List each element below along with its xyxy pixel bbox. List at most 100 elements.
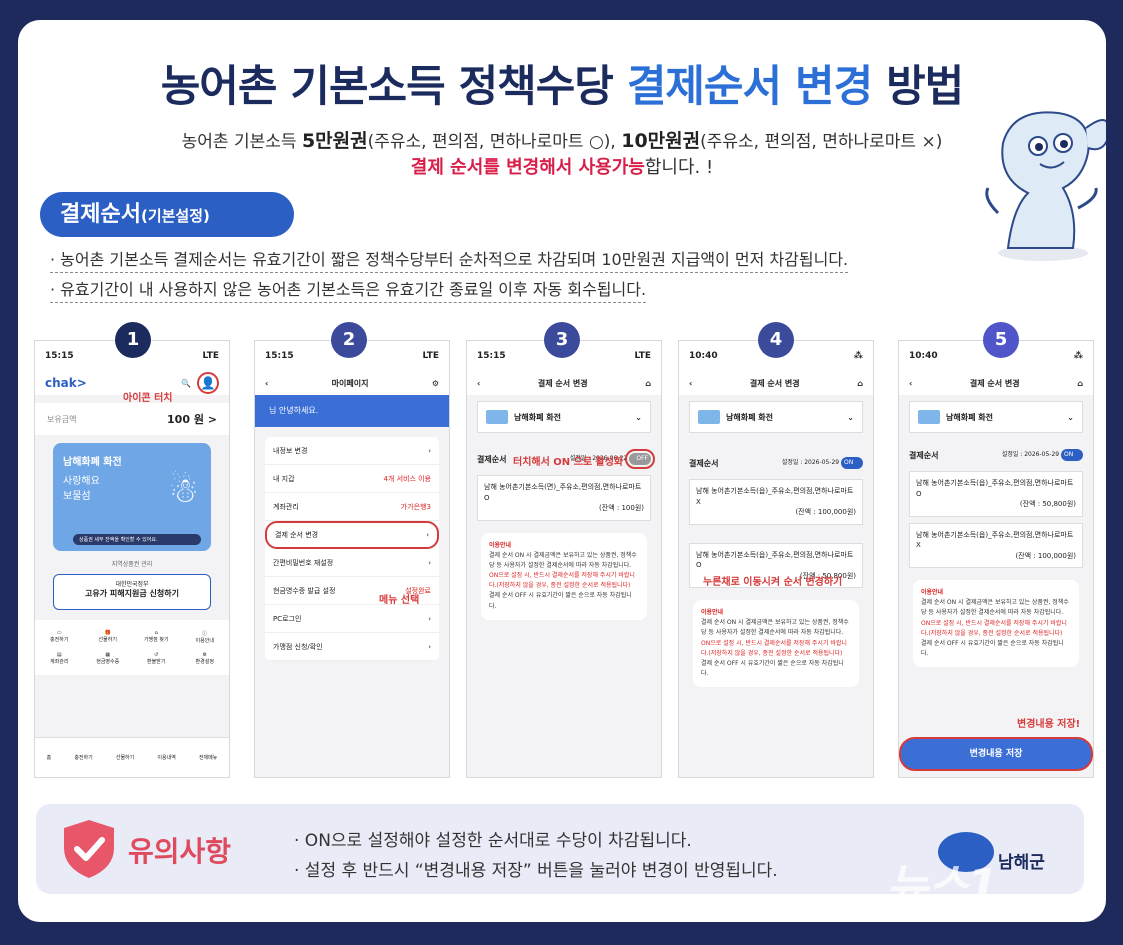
home-icon[interactable]: ⌂: [645, 378, 651, 388]
note-line-1: · ON으로 설정해야 설정한 순서대로 수당이 차감됩니다.: [294, 831, 692, 851]
order-toggle[interactable]: OFF: [625, 449, 655, 469]
order-item-1[interactable]: 남해 농어촌기본소득(읍)_주유소,편의점,면하나로마트O(잔액 : 50,80…: [909, 471, 1083, 517]
page-title: 농어촌 기본소득 정책수당 결제순서 변경 방법: [160, 62, 965, 112]
grid-item[interactable]: ⚙환경설정: [195, 652, 214, 665]
chevron-down-icon: ⌄: [1067, 412, 1074, 422]
order-item-2[interactable]: 남해 농어촌기본소득(읍)_주유소,편의점,면하나로마트O(잔액 : 50,80…: [689, 542, 863, 588]
search-icon[interactable]: 🔍: [181, 378, 191, 388]
namhae-logo-icon: [938, 832, 994, 872]
home-icon[interactable]: ⌂: [1077, 378, 1083, 388]
default-order-pill: 결제순서(기본설정): [40, 192, 294, 237]
bullet-auto-recovery: · 유효기간이 내 사용하지 않은 농어촌 기본소득은 유효기간 종료일 이후 …: [50, 276, 647, 303]
bottom-nav: 홈 충전하기 선물하기 이용내역 전체메뉴: [35, 737, 229, 777]
grid-item[interactable]: ⌂가맹점 찾기: [143, 630, 169, 643]
usage-notice: 이용안내 결제 순서 ON 시 결제금액은 보유하고 있는 상품권, 정책수당 …: [481, 532, 647, 620]
order-toggle[interactable]: ON: [841, 457, 863, 469]
bullet-deduction-order: · 농어촌 기본소득 결제순서는 유효기간이 짧은 정책수당부터 순차적으로 차…: [50, 246, 849, 273]
nav-gift[interactable]: 선물하기: [115, 755, 135, 761]
app-logo: chak>: [45, 376, 87, 390]
grid-item[interactable]: ▦현금영수증: [96, 652, 120, 665]
nav-menu[interactable]: 전체메뉴: [198, 755, 218, 761]
menu-item-password[interactable]: 간편비밀번호 재설정›: [265, 549, 439, 577]
annotation-drag-reorder: 누른채로 이동시켜 순서 변경하기: [703, 577, 843, 588]
app-header: ‹마이페이지⚙: [255, 371, 449, 395]
menu-item-profile[interactable]: 내정보 변경›: [265, 437, 439, 465]
greeting-banner: 님 안녕하세요.: [255, 395, 449, 427]
usage-notice: 이용안내 결제 순서 ON 시 결제금액은 보유하고 있는 상품권, 정책수당 …: [913, 580, 1079, 668]
menu-item-payment-order[interactable]: 결제 순서 변경›: [265, 521, 439, 549]
step-badge-2: 2: [331, 322, 367, 358]
county-name: 남해군: [998, 853, 1045, 873]
usage-notice: 이용안내 결제 순서 ON 시 결제금액은 보유하고 있는 상품권, 정책수당 …: [693, 600, 859, 688]
back-icon[interactable]: ‹: [477, 378, 481, 388]
infographic-card: 농어촌 기본소득 정책수당 결제순서 변경 방법 농어촌 기본소득 5만원권(주…: [18, 20, 1106, 922]
back-icon[interactable]: ‹: [265, 378, 269, 388]
gear-icon[interactable]: ⚙: [431, 378, 439, 388]
card-selector[interactable]: 남해화폐 화전⌄: [477, 401, 651, 433]
voucher-card[interactable]: 남해화폐 화전 사랑해요 보물섬 상품권 세부 잔액을 확인할 수 있어요. ☃: [53, 443, 211, 551]
app-header: chak> 🔍 👤: [35, 371, 229, 395]
mascot-icon: [985, 111, 1106, 261]
chevron-down-icon: ⌄: [847, 412, 854, 422]
nav-charge[interactable]: 충전하기: [74, 755, 93, 761]
subtitle-line-1: 농어촌 기본소득 5만원권(주유소, 편의점, 면하나로마트 ○), 10만원권…: [181, 130, 943, 152]
annotation-save: 변경내용 저장!: [1017, 719, 1081, 730]
menu-item-pc-login[interactable]: PC로그인›: [265, 605, 439, 633]
card-icon: [918, 410, 940, 424]
annotation-menu-select: 메뉴 선택: [379, 595, 420, 606]
app-header: ‹결제 순서 변경⌂: [467, 371, 661, 395]
step-badge-3: 3: [544, 322, 580, 358]
back-icon[interactable]: ‹: [909, 378, 913, 388]
menu-item-merchant[interactable]: 가맹점 신청/확인›: [265, 633, 439, 661]
order-item-2[interactable]: 남해 농어촌기본소득(읍)_주유소,편의점,면하나로마트X(잔액 : 100,0…: [909, 522, 1083, 568]
step-badge-5: 5: [983, 322, 1019, 358]
order-item-1[interactable]: 남해 농어촌기본소득(읍)_주유소,편의점,면하나로마트X(잔액 : 100,0…: [689, 479, 863, 525]
step-badge-1: 1: [115, 322, 151, 358]
app-header: ‹결제 순서 변경⌂: [679, 371, 873, 395]
notes-label: 유의사항: [128, 835, 232, 868]
voucher-manage-link[interactable]: 지역상품권 관리: [111, 561, 153, 568]
order-toggle[interactable]: ON: [1061, 449, 1083, 461]
order-item: 남해 농어촌기본소득(면)_주유소,편의점,면하나로마트O(잔액 : 100원): [477, 475, 651, 521]
back-icon[interactable]: ‹: [689, 378, 693, 388]
note-line-2: · 설정 후 반드시 “변경내용 저장” 버튼을 눌러야 변경이 반영됩니다.: [294, 861, 778, 881]
grid-item[interactable]: ▭충전하기: [50, 630, 69, 643]
grid-item[interactable]: 🎁선물하기: [98, 630, 117, 643]
step-badge-4: 4: [758, 322, 794, 358]
home-icon[interactable]: ⌂: [857, 378, 863, 388]
grid-item[interactable]: ↺환불받기: [147, 652, 166, 665]
annotation-toggle-on: 터치해서 ON 으로 활성화: [513, 457, 624, 468]
watermark: 뉴스1: [886, 859, 999, 913]
nav-history[interactable]: 이용내역: [157, 755, 176, 761]
mascot-small-icon: ☃: [168, 471, 199, 511]
card-icon: [486, 410, 508, 424]
card-selector[interactable]: 남해화폐 화전⌄: [909, 401, 1083, 433]
notes-panel: 유의사항 · ON으로 설정해야 설정한 순서대로 수당이 차감됩니다. · 설…: [36, 804, 1084, 894]
nav-home[interactable]: 홈: [46, 755, 52, 761]
annotation-icon-touch: 아이콘 터치: [123, 393, 173, 404]
card-selector[interactable]: 남해화폐 화전⌄: [689, 401, 863, 433]
grid-item[interactable]: ▤계좌관리: [50, 652, 69, 665]
save-changes-button[interactable]: 변경내용 저장: [899, 737, 1093, 771]
user-icon[interactable]: 👤: [197, 372, 219, 394]
shield-check-icon: [64, 820, 114, 878]
card-icon: [698, 410, 720, 424]
chevron-down-icon: ⌄: [635, 412, 642, 422]
subtitle-line-2: 결제 순서를 변경해서 사용가능합니다. !: [410, 157, 714, 178]
